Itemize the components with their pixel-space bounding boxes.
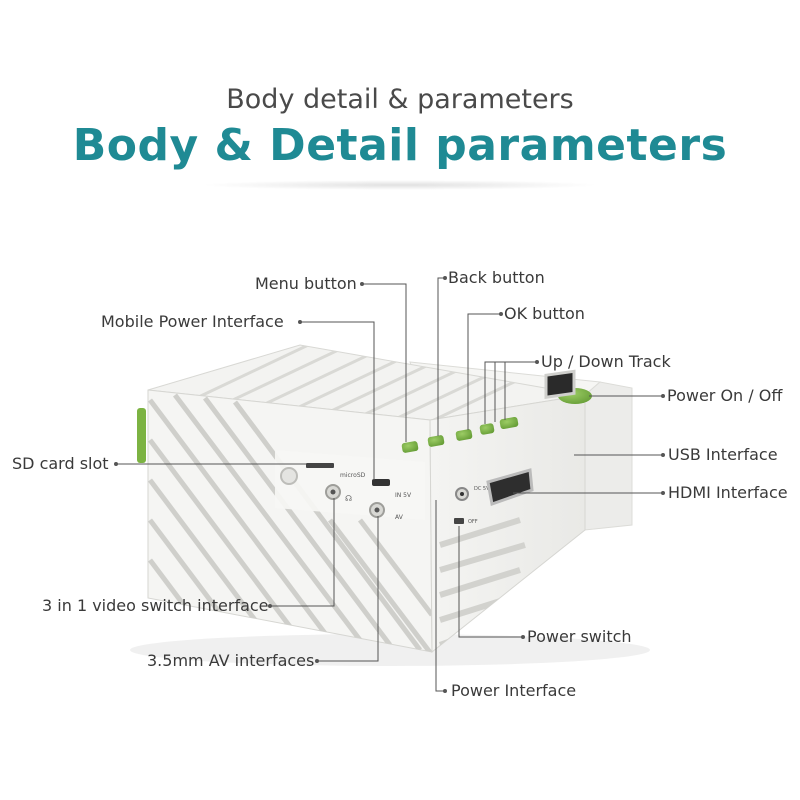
label-video-switch-interface: 3 in 1 video switch interface bbox=[42, 596, 269, 615]
leader-lines bbox=[116, 277, 663, 692]
label-power-interface: Power Interface bbox=[451, 681, 577, 700]
front-ports: microSD IN 5V ☊ AV bbox=[280, 463, 412, 521]
headphone-icon: ☊ bbox=[345, 494, 352, 503]
ok-button[interactable] bbox=[455, 429, 473, 442]
control-buttons bbox=[401, 388, 592, 453]
microsd-print: microSD bbox=[340, 472, 366, 479]
title-shadow bbox=[200, 180, 600, 190]
in5v-print: IN 5V bbox=[395, 492, 412, 499]
label-up-down-track: Up / Down Track bbox=[541, 352, 671, 371]
label-usb-interface: USB Interface bbox=[668, 445, 778, 464]
power-port-hole bbox=[460, 492, 464, 496]
back-button[interactable] bbox=[427, 435, 445, 448]
hdmi-port[interactable] bbox=[486, 468, 534, 506]
label-ok-button: OK button bbox=[504, 304, 585, 323]
label-sd-card-slot: SD card slot bbox=[12, 454, 109, 473]
video-switch-port[interactable] bbox=[280, 467, 298, 485]
label-menu-button: Menu button bbox=[255, 274, 357, 293]
label-mobile-power-interface: Mobile Power Interface bbox=[101, 312, 284, 331]
av-port-2-hole bbox=[374, 507, 380, 513]
up-track-button[interactable] bbox=[479, 423, 495, 435]
off-print: OFF bbox=[468, 519, 478, 525]
page-title: Body & Detail parameters bbox=[72, 120, 728, 171]
av-print: AV bbox=[395, 514, 404, 521]
sd-card-slot[interactable] bbox=[306, 463, 334, 468]
leader-dots bbox=[114, 276, 665, 693]
dc5v-print: DC 5V bbox=[474, 486, 490, 492]
mobile-power-port[interactable] bbox=[372, 479, 390, 486]
label-power-switch: Power switch bbox=[527, 627, 632, 646]
side-ports: DC 5V OFF bbox=[454, 369, 576, 525]
usb-port[interactable] bbox=[544, 369, 576, 399]
side-green-strip bbox=[137, 408, 146, 463]
menu-button[interactable] bbox=[401, 441, 419, 454]
label-hdmi-interface: HDMI Interface bbox=[668, 483, 788, 502]
label-av-interfaces: 3.5mm AV interfaces bbox=[147, 651, 315, 670]
label-back-button: Back button bbox=[448, 268, 545, 287]
av-port-1-hole bbox=[330, 489, 336, 495]
down-track-button[interactable] bbox=[499, 416, 519, 430]
power-switch[interactable] bbox=[454, 518, 464, 524]
ground-shadow bbox=[130, 634, 650, 666]
label-power-on-off: Power On / Off bbox=[667, 386, 783, 405]
projector-side-face bbox=[429, 394, 586, 654]
page-subtitle: Body detail & parameters bbox=[226, 84, 574, 115]
